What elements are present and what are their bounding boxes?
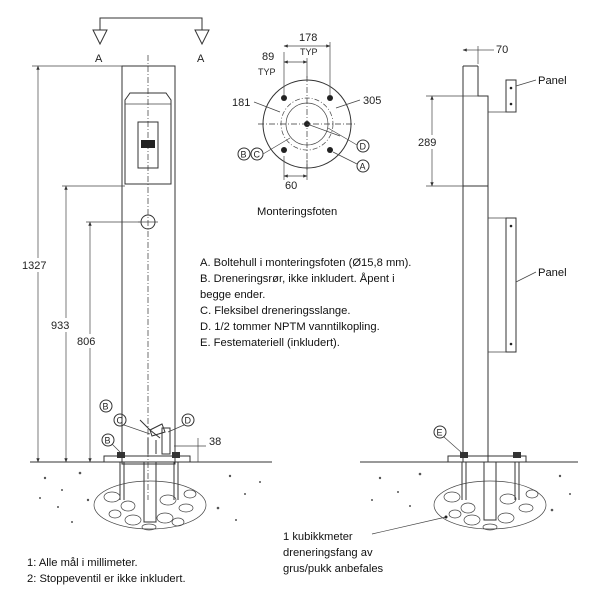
callout-c-foot: C [254, 150, 261, 160]
side-view: Panel Panel E 70 [360, 44, 578, 535]
panel-label-bottom: Panel [538, 267, 567, 279]
legend-item-d: D. 1/2 tommer NPTM vanntilkopling. [200, 321, 380, 333]
gravel-note-line-3: grus/pukk anbefales [283, 563, 384, 575]
legend-item-a: A. Boltehull i monteringsfoten (Ø15,8 mm… [200, 257, 411, 269]
callout-b-foot: B [241, 150, 247, 160]
section-label-left: A [95, 53, 103, 65]
dim-305: 305 [363, 95, 381, 107]
dim-289: 289 [418, 137, 436, 149]
dim-89-typ: TYP [258, 67, 276, 77]
legend-item-c: C. Fleksibel dreneringsslange. [200, 305, 351, 317]
dim-60: 60 [285, 180, 297, 192]
panel-label-top: Panel [538, 75, 567, 87]
dim-70: 70 [496, 44, 508, 56]
mounting-foot-caption: Monteringsfoten [257, 206, 337, 218]
section-label-right: A [197, 53, 205, 65]
dim-38: 38 [209, 436, 221, 448]
callout-c-front: C [117, 416, 124, 426]
mounting-foot-view: 178 TYP 89 TYP 181 305 60 B C D A Monter… [232, 32, 381, 218]
dim-89: 89 [262, 51, 274, 63]
dim-1327: 1327 [22, 260, 46, 272]
gravel-note: 1 kubikkmeter dreneringsfang av grus/puk… [283, 531, 384, 575]
section-marker: A A [92, 17, 210, 65]
callout-e: E [437, 428, 443, 438]
dim-178-typ: TYP [300, 47, 318, 57]
legend-item-b: B. Dreneringsrør, ikke inkludert. Åpent … [200, 272, 395, 285]
front-dimensions: 1327 933 806 38 [22, 65, 221, 463]
legend-item-b-cont: begge ender. [200, 289, 265, 301]
footnote-2: 2: Stoppeventil er ikke inkludert. [27, 573, 186, 585]
footnotes: 1: Alle mål i millimeter. 2: Stoppeventi… [27, 557, 186, 585]
dim-933: 933 [51, 320, 69, 332]
callout-d-front: D [185, 416, 192, 426]
dim-806: 806 [77, 336, 95, 348]
legend-item-e: E. Festemateriell (inkludert). [200, 337, 340, 349]
legend: A. Boltehull i monteringsfoten (Ø15,8 mm… [200, 257, 411, 349]
footnote-1: 1: Alle mål i millimeter. [27, 557, 138, 569]
gravel-note-line-1: 1 kubikkmeter [283, 531, 353, 543]
dim-178: 178 [299, 32, 317, 44]
gravel-note-line-2: dreneringsfang av [283, 547, 373, 559]
callout-d-foot: D [360, 142, 367, 152]
callout-b-front: B [105, 436, 111, 446]
callout-b-top: B [103, 402, 109, 412]
callout-a-foot: A [360, 162, 366, 172]
dim-181: 181 [232, 97, 250, 109]
front-callouts: B C D B [99, 399, 195, 453]
front-view [30, 55, 272, 531]
